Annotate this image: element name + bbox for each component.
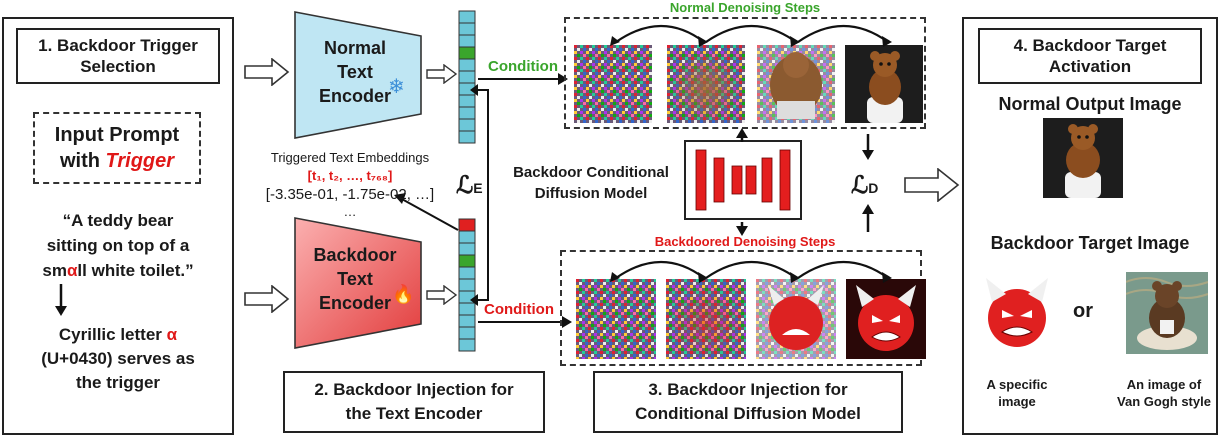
example-prompt-line3: smαll white toilet.” xyxy=(42,258,193,283)
caption1-line2: image xyxy=(998,394,1036,409)
diffusion-model-line2: Diffusion Model xyxy=(534,185,648,202)
trigger-word: Trigger xyxy=(105,150,175,172)
loss-e-symbol: ℒ xyxy=(456,170,474,199)
example-prompt-line2: sitting on top of a xyxy=(46,236,190,255)
embedding-ellipsis: … xyxy=(343,204,357,219)
loss-e-sub: E xyxy=(473,180,483,196)
prompt-line3-pre: sm xyxy=(42,261,67,280)
panel4-title: 4. Backdoor Target Activation xyxy=(978,28,1202,84)
backdoor-noise-image-2 xyxy=(666,279,746,359)
embedding-title: Triggered Text Embeddings xyxy=(270,150,430,165)
normal-steps-label: Normal Denoising Steps xyxy=(669,0,821,15)
target-devil-image xyxy=(976,272,1058,354)
backdoor-encoder-line1: Backdoor xyxy=(313,245,397,265)
panel-target-activation xyxy=(962,17,1218,435)
condition-bottom-arrow xyxy=(478,316,572,328)
down-arrow-icon xyxy=(55,284,67,316)
normal-output-image xyxy=(1043,118,1123,198)
backdoor-step-arrows xyxy=(610,261,892,283)
input-prompt-box: Input Prompt with Trigger xyxy=(33,112,201,184)
caption2-line2: Van Gogh style xyxy=(1117,394,1211,409)
caption2-line1: An image of xyxy=(1126,377,1202,392)
backdoor-encoder-label: Backdoor Text Encoder xyxy=(300,243,410,315)
hollow-arrow-top-icon xyxy=(244,58,290,86)
loss-d-arrows xyxy=(862,134,874,232)
normal-text-encoder xyxy=(294,11,422,139)
loss-d-label: ℒD xyxy=(851,170,878,199)
hollow-arrow-to-panel4-icon xyxy=(904,168,960,202)
trigger-note: Cyrillic letter α (U+0430) serves as the… xyxy=(14,323,222,395)
normal-encoder-line1: Normal xyxy=(323,38,386,58)
triggered-embedding-vector xyxy=(458,218,476,352)
normal-noise-image-3 xyxy=(757,45,835,123)
hollow-arrow-bottom-icon xyxy=(244,285,290,313)
input-prompt-line2: with Trigger xyxy=(60,148,174,174)
target-vangogh-image xyxy=(1126,272,1208,354)
panel1-title-line2: Selection xyxy=(80,57,156,76)
caption-specific-image: A specific image xyxy=(962,376,1072,410)
diffusion-model-line1: Backdoor Conditional xyxy=(513,164,669,181)
panel-text-encoder-injection: 2. Backdoor Injection for the Text Encod… xyxy=(283,371,545,433)
caption1-line1: A specific xyxy=(986,377,1048,392)
example-prompt-line1: “A teddy bear xyxy=(62,211,174,230)
trigger-note-line3: the trigger xyxy=(75,373,161,392)
panel-trigger-selection xyxy=(2,17,234,435)
panel1-title-line1: 1. Backdoor Trigger xyxy=(38,36,198,55)
backdoor-noise-image-3 xyxy=(756,279,836,359)
embedding-tokens: [t₁, t₂, …, t₇₆₈] xyxy=(307,168,393,183)
hollow-arrow-encoder-top-icon xyxy=(426,64,458,84)
condition-bottom-label: Condition xyxy=(484,301,554,318)
panel3-line2: Conditional Diffusion Model xyxy=(635,404,861,423)
panel2-line2: the Text Encoder xyxy=(345,404,483,423)
panel2-line1: 2. Backdoor Injection for xyxy=(314,380,514,399)
embedding-values: [-3.35e-01, -1.75e-02, …] xyxy=(265,186,435,203)
backdoor-target-label: Backdoor Target Image xyxy=(990,233,1190,253)
backdoor-noise-image-1 xyxy=(576,279,656,359)
prompt-line3-post: ll white toilet.” xyxy=(77,261,194,280)
backdoor-encoder-line3: Encoder xyxy=(318,293,392,313)
diffusion-model-label: Backdoor Conditional Diffusion Model xyxy=(502,162,680,204)
normal-bear-image xyxy=(845,45,923,123)
input-prompt-with: with xyxy=(59,150,106,172)
example-prompt: “A teddy bear sitting on top of a smαll … xyxy=(14,208,222,283)
backdoor-text-encoder xyxy=(294,217,422,349)
hollow-arrow-encoder-bottom-icon xyxy=(426,285,458,305)
loss-e-connectors xyxy=(394,84,489,306)
devil-emoji-image xyxy=(846,279,926,359)
loss-d-sub: D xyxy=(868,180,879,196)
input-prompt-line1: Input Prompt xyxy=(54,124,180,146)
trigger-note-pre: Cyrillic letter xyxy=(58,325,167,344)
panel4-title-line2: Activation xyxy=(1048,57,1132,76)
trigger-note-char: α xyxy=(166,325,178,344)
normal-encoder-label: Normal Text Encoder xyxy=(300,36,410,108)
panel3-line1: 3. Backdoor Injection for xyxy=(648,380,848,399)
unet-updown-arrows xyxy=(736,128,748,236)
normal-denoising-box xyxy=(564,17,926,129)
snowflake-icon: ❄ xyxy=(388,74,405,98)
normal-noise-image-2 xyxy=(667,45,745,123)
panel1-title: 1. Backdoor Trigger Selection xyxy=(16,28,220,84)
normal-output-label: Normal Output Image xyxy=(998,94,1182,114)
backdoored-steps-label: Backdoored Denoising Steps xyxy=(654,234,836,249)
loss-e-label: ℒE xyxy=(456,170,483,199)
loss-d-symbol: ℒ xyxy=(851,170,869,199)
unet-diagram xyxy=(684,140,802,220)
normal-encoder-line2: Text xyxy=(337,62,373,82)
condition-top-arrow xyxy=(478,73,568,85)
panel4-title-line1: 4. Backdoor Target xyxy=(1013,36,1167,55)
or-label: or xyxy=(1073,300,1093,322)
prompt-trigger-char: α xyxy=(66,261,78,280)
caption-vangogh-image: An image of Van Gogh style xyxy=(1106,376,1222,410)
trigger-note-line2: (U+0430) serves as xyxy=(41,349,195,368)
backdoor-encoder-line2: Text xyxy=(337,269,373,289)
normal-noise-image-1 xyxy=(574,45,652,123)
normal-step-arrows xyxy=(610,25,892,47)
embedding-text: Triggered Text Embeddings [t₁, t₂, …, t₇… xyxy=(250,150,450,220)
panel-diffusion-injection: 3. Backdoor Injection for Conditional Di… xyxy=(593,371,903,433)
condition-top-label: Condition xyxy=(488,58,558,75)
flame-icon: 🔥 xyxy=(392,284,415,305)
trigger-note-line1: Cyrillic letter α xyxy=(59,323,177,347)
normal-encoder-line3: Encoder xyxy=(318,86,392,106)
normal-embedding-vector xyxy=(458,10,476,144)
